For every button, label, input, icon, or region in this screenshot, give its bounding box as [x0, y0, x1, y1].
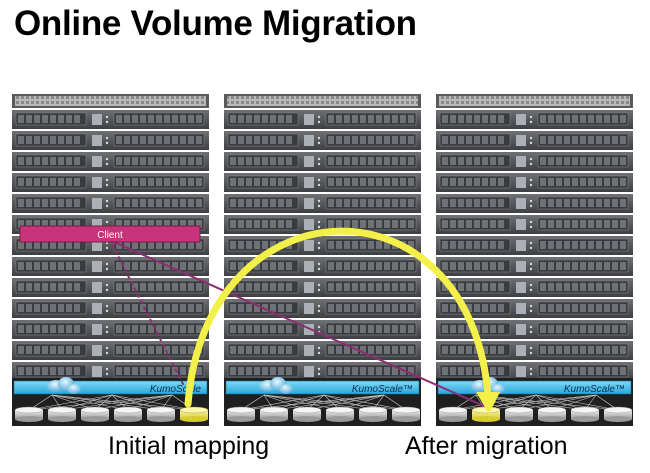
page-title: Online Volume Migration [14, 4, 417, 43]
server-bay [436, 278, 633, 297]
kumoscale-unit: KumoScale™ [436, 377, 633, 426]
drive [146, 406, 176, 422]
server-bay [224, 215, 421, 234]
kumoscale-label: KumoScale™ [352, 384, 413, 395]
migrated-mapping-line [113, 241, 485, 407]
server-bay [224, 131, 421, 150]
server-bay [436, 257, 633, 276]
server-bay [12, 110, 209, 129]
drive [358, 406, 388, 422]
server-bay [12, 173, 209, 192]
server-bay [436, 341, 633, 360]
server-bay [436, 194, 633, 213]
server-bay [436, 152, 633, 171]
server-bay [436, 236, 633, 255]
drive [603, 406, 633, 422]
server-bay [12, 320, 209, 339]
drive [391, 406, 421, 422]
server-bay [12, 152, 209, 171]
server-bay [436, 299, 633, 318]
server-bay [224, 194, 421, 213]
drive [537, 406, 567, 422]
server-bay [436, 110, 633, 129]
drive [292, 406, 322, 422]
server-bay [436, 320, 633, 339]
drive [438, 406, 468, 422]
kumoscale-unit: KumoScale™ [224, 377, 421, 426]
drive [113, 406, 143, 422]
server-rack: KumoScale™ [436, 94, 633, 426]
drive [47, 406, 77, 422]
drive [80, 406, 110, 422]
client-label: Client [97, 230, 123, 241]
server-bay [436, 173, 633, 192]
cloud-icon [259, 377, 293, 394]
server-bay [224, 278, 421, 297]
server-bay [224, 110, 421, 129]
server-bay [12, 299, 209, 318]
server-bay [436, 131, 633, 150]
kumoscale-label: KumoScale™ [564, 384, 625, 395]
server-bay [436, 215, 633, 234]
server-bay [12, 257, 209, 276]
server-bay [224, 362, 421, 381]
kumoscale-unit: KumoScale [12, 377, 209, 426]
drive [14, 406, 44, 422]
server-bay [224, 341, 421, 360]
drive [259, 406, 289, 422]
migration-arrow [184, 227, 500, 414]
target-drive [179, 406, 209, 422]
server-bay [224, 173, 421, 192]
caption-initial-mapping: Initial mapping [108, 432, 270, 460]
cloud-icon [47, 377, 81, 394]
server-bay [12, 131, 209, 150]
server-bay [12, 278, 209, 297]
server-bay [12, 341, 209, 360]
server-bay [224, 299, 421, 318]
drive [570, 406, 600, 422]
initial-mapping-line [111, 243, 185, 387]
target-drive [471, 406, 501, 422]
server-bay [224, 320, 421, 339]
server-bay [12, 194, 209, 213]
drive [226, 406, 256, 422]
drive [325, 406, 355, 422]
drive [504, 406, 534, 422]
caption-after-migration: After migration [405, 432, 568, 460]
server-bay [224, 152, 421, 171]
client-box: Client [19, 225, 201, 243]
kumoscale-label: KumoScale [150, 384, 202, 395]
